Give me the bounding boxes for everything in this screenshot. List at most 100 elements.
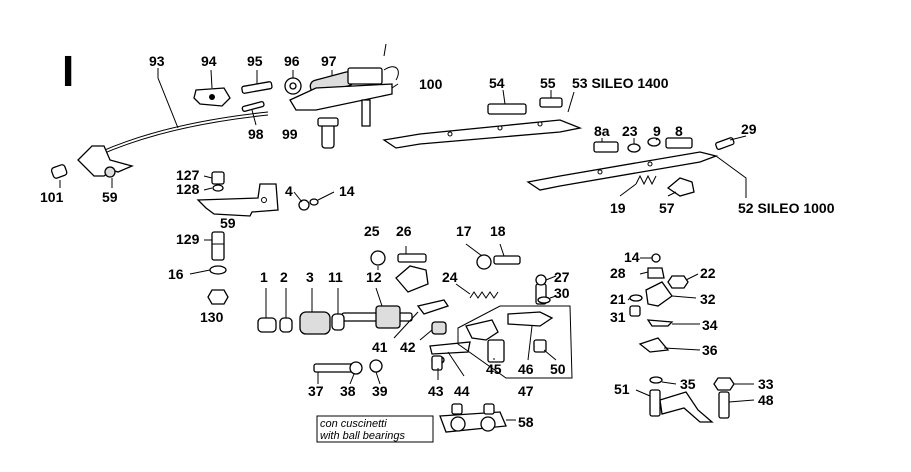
callout-94: 94 — [201, 53, 217, 69]
callout-29: 29 — [741, 121, 757, 137]
assembly-outline — [457, 305, 573, 379]
callout-21: 21 — [610, 291, 626, 307]
rod-sileo-1400-part — [382, 119, 583, 149]
callout-44: 44 — [454, 383, 470, 399]
callout-39: 39 — [372, 383, 388, 399]
callout-59-left: 59 — [102, 189, 118, 205]
callout-14-right: 14 — [624, 249, 640, 265]
callout-11: 11 — [328, 269, 343, 285]
clamp-part — [193, 87, 231, 107]
callout-48: 48 — [758, 392, 774, 408]
callout-127: 127 — [176, 167, 200, 183]
callout-8a: 8a — [594, 123, 610, 139]
spring-part — [635, 174, 657, 186]
callout-4: 4 — [285, 183, 293, 199]
screw-43-part — [431, 355, 443, 371]
lever-shaft-part — [649, 376, 735, 423]
callout-95: 95 — [247, 53, 263, 69]
callout-93: 93 — [149, 53, 165, 69]
cam-part — [666, 177, 695, 197]
note-line-2: with ball bearings — [320, 430, 405, 442]
callout-9: 9 — [653, 123, 661, 139]
callout-30: 30 — [554, 285, 570, 301]
callout-128: 128 — [176, 181, 200, 197]
mount-bracket-part — [289, 83, 393, 127]
callout-54: 54 — [489, 75, 505, 91]
callout-19: 19 — [610, 200, 626, 216]
rod-sileo-1000-part — [526, 151, 719, 191]
callout-43: 43 — [428, 383, 444, 399]
ball-bearing-assembly-part — [439, 403, 507, 433]
callout-27: 27 — [554, 269, 570, 285]
plate-part — [196, 183, 279, 217]
callout-17: 17 — [456, 223, 472, 239]
callout-98: 98 — [248, 126, 264, 142]
stud-part — [317, 117, 339, 149]
callout-45: 45 — [486, 361, 502, 377]
callout-36: 36 — [702, 342, 718, 358]
callout-22: 22 — [700, 265, 716, 281]
hex-nut-part — [207, 289, 229, 305]
callout-32: 32 — [700, 291, 716, 307]
spring-24-part — [469, 291, 499, 299]
pin-part — [241, 81, 273, 94]
rod-fittings-part — [593, 137, 735, 153]
callout-97: 97 — [321, 53, 337, 69]
clip-part — [487, 97, 563, 115]
callout-1: 1 — [260, 269, 268, 285]
callout-53-sileo-1400: 53 SILEO 1400 — [572, 75, 669, 91]
lever-part — [416, 299, 450, 315]
callout-35: 35 — [680, 376, 696, 392]
washer-part — [209, 265, 227, 275]
callout-25: 25 — [364, 223, 380, 239]
callout-58: 58 — [518, 414, 534, 430]
callout-12: 12 — [366, 269, 382, 285]
fastener-part — [298, 198, 319, 211]
callout-57: 57 — [659, 200, 675, 216]
callout-99: 99 — [282, 126, 298, 142]
callout-24: 24 — [442, 269, 458, 285]
callout-3: 3 — [306, 269, 314, 285]
cable-part-shadow — [99, 114, 269, 156]
bolt-pair-part — [370, 250, 521, 270]
callout-14-top: 14 — [339, 183, 355, 199]
callout-47: 47 — [518, 383, 534, 399]
callout-33: 33 — [758, 376, 774, 392]
leader-lines — [59, 68, 755, 421]
callout-46: 46 — [518, 361, 534, 377]
callout-37: 37 — [308, 383, 324, 399]
callout-59-plate: 59 — [220, 215, 236, 231]
shaft-part — [341, 305, 413, 329]
callout-31: 31 — [610, 309, 626, 325]
bearing-part — [257, 311, 345, 335]
callout-55: 55 — [540, 75, 556, 91]
cover-part — [395, 265, 429, 293]
callout-labels: 93 94 95 96 97 100 98 99 101 59 127 128 … — [40, 53, 835, 430]
cable-part — [99, 111, 269, 153]
bolt-part — [211, 171, 225, 192]
sleeve-part — [50, 164, 68, 179]
callout-23: 23 — [622, 123, 638, 139]
callout-26: 26 — [396, 223, 412, 239]
callout-41: 41 — [372, 339, 388, 355]
fork-part — [465, 274, 554, 363]
small-pin-part — [241, 101, 265, 112]
callout-52-sileo-1000: 52 SILEO 1000 — [738, 200, 835, 216]
callout-42: 42 — [400, 339, 416, 355]
lever-bracket-part — [77, 145, 134, 178]
callout-129: 129 — [176, 231, 200, 247]
callout-28: 28 — [610, 265, 626, 281]
section-letter: I — [62, 47, 74, 96]
callout-34: 34 — [702, 317, 718, 333]
note-box — [316, 415, 434, 443]
callout-130: 130 — [200, 309, 224, 325]
screw-part — [211, 231, 225, 261]
callout-18: 18 — [490, 223, 506, 239]
callout-50: 50 — [550, 361, 566, 377]
callout-2: 2 — [280, 269, 288, 285]
callout-96: 96 — [284, 53, 300, 69]
screw-nut-row-part — [313, 359, 383, 375]
note-line-1: con cuscinetti — [320, 418, 387, 430]
handle-part — [309, 43, 399, 95]
